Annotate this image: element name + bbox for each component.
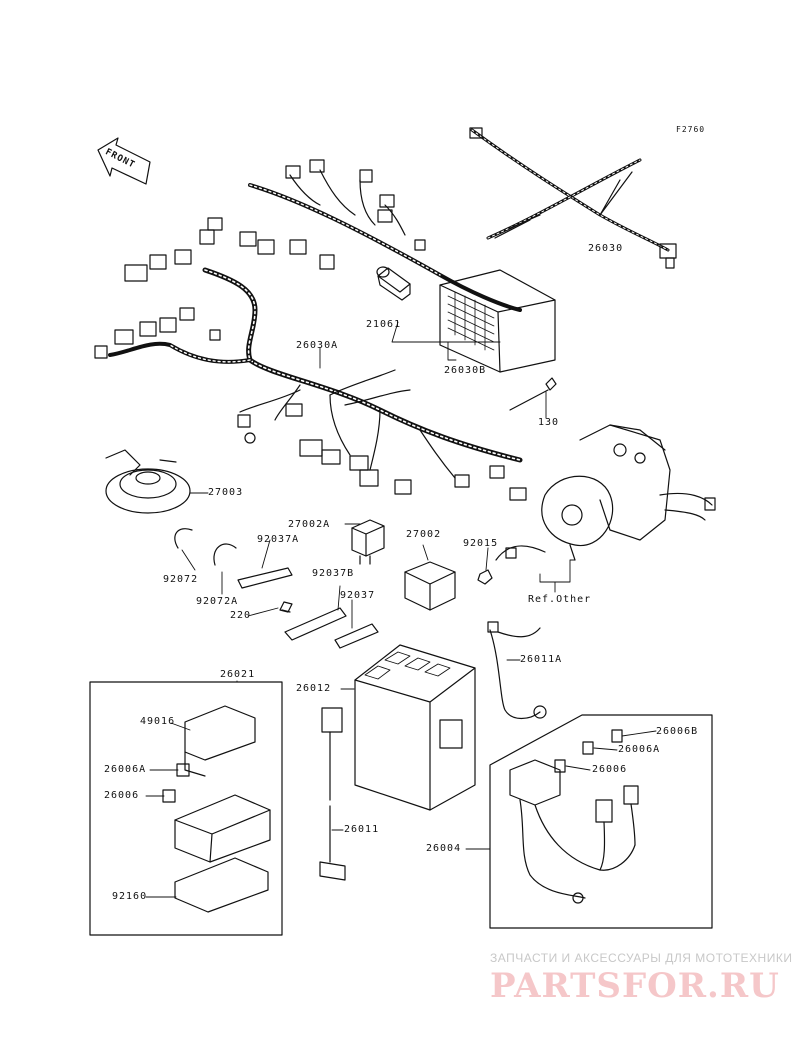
part-26030B [439,269,556,373]
label-27002A: 27002A [288,519,331,530]
leader-lines [145,321,657,898]
label-92072: 92072 [163,574,199,585]
label-92037A: 92037A [257,534,300,545]
part-21061 [376,266,411,301]
label-26011: 26011 [344,824,380,835]
label-21061: 21061 [366,319,402,330]
part-92015 [477,545,546,585]
cable-26011A [487,621,547,720]
part-27002 [404,561,456,611]
battery-26012 [354,644,476,811]
screw-220 [279,601,293,613]
label-26004: 26004 [426,843,462,854]
watermark-logo: PARTSFOR.RU [490,966,780,1006]
front-arrow-icon [97,137,151,185]
label-220: 220 [230,610,252,621]
strap-92037 [334,623,379,649]
label-26006A-right: 26006A [618,744,661,755]
label-26006B: 26006B [656,726,699,737]
label-26006-left: 26006 [104,790,140,801]
label-26030: 26030 [588,243,624,254]
part-27003 [105,449,191,514]
label-26006-right: 26006 [592,764,628,775]
label-26030A: 26030A [296,340,339,351]
label-92037: 92037 [340,590,376,601]
watermark-tagline: ЗАПЧАСТИ И АКСЕССУАРЫ ДЛЯ МОТОТЕХНИКИ [490,951,793,965]
label-26012: 26012 [296,683,332,694]
label-27002: 27002 [406,529,442,540]
label-92015: 92015 [463,538,499,549]
part-27002A [351,519,385,565]
label-92072A: 92072A [196,596,239,607]
label-27003: 27003 [208,487,244,498]
label-92160: 92160 [112,891,148,902]
label-130: 130 [538,417,560,428]
harness-26030A [94,159,527,501]
group-26004-box [489,714,713,929]
label-92037B: 92037B [312,568,355,579]
harness-26030 [469,127,677,269]
label-26021: 26021 [220,669,256,680]
cable-26011 [319,707,346,881]
label-49016: 49016 [140,716,176,727]
label-26030B: 26030B [444,365,487,376]
clamp-92072 [174,528,237,566]
strap-92037B [284,607,347,641]
label-26011A: 26011A [520,654,563,665]
abs-unit [541,424,716,561]
label-ref-other: Ref.Other [528,594,592,605]
group-26021-box [89,681,283,936]
figure-code: F2760 [676,125,706,134]
part-130 [509,377,557,411]
label-26006A-left: 26006A [104,764,147,775]
strap-92037A [237,567,293,589]
